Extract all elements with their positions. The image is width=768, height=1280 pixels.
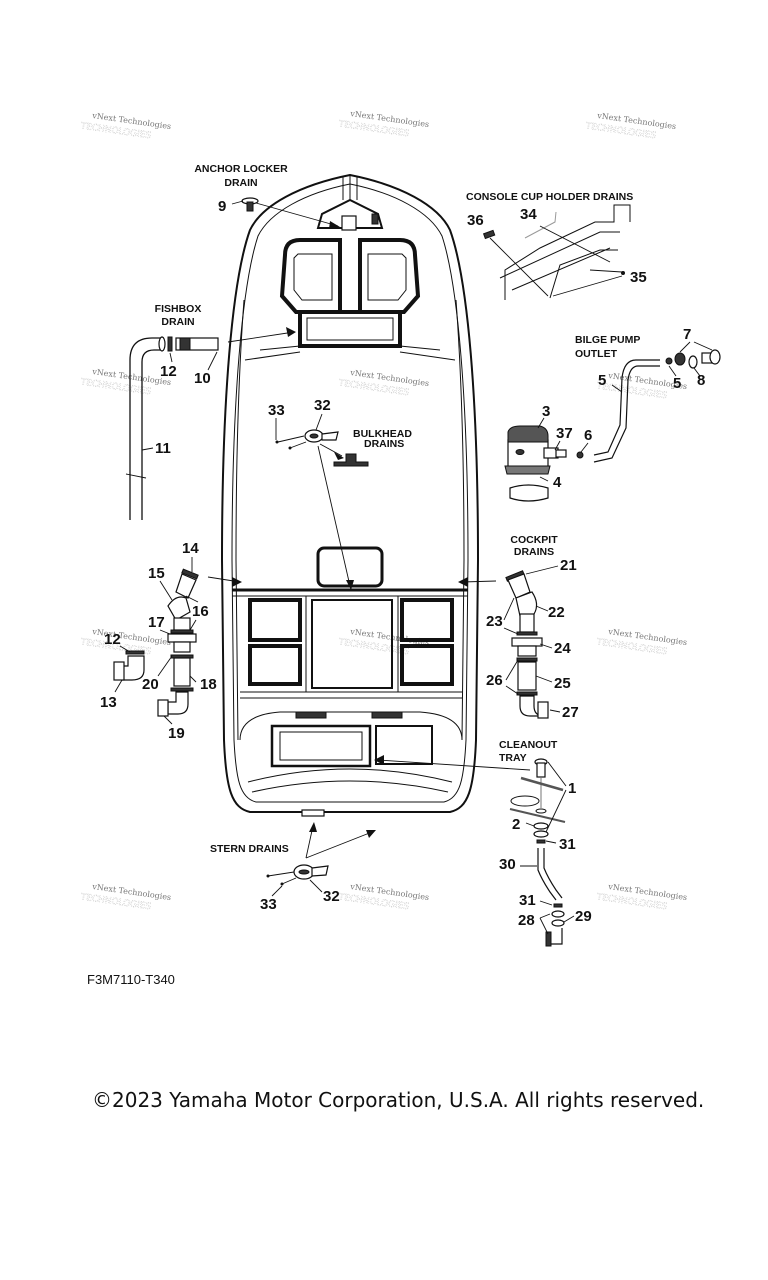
callout-32[interactable]: 32 [314,397,331,414]
callout-36[interactable]: 36 [467,212,484,229]
svg-text:CLEANOUT: CLEANOUT [499,739,558,751]
svg-text:ANCHOR LOCKER: ANCHOR LOCKER [194,163,288,175]
callout-4[interactable]: 4 [553,474,562,491]
watermark: vNext Technologies TECHNOLOGIES [595,882,688,913]
drain-fitting-14 [175,573,197,599]
callout-10[interactable]: 10 [194,370,211,387]
callout-12[interactable]: 12 [160,363,177,380]
callout-30[interactable]: 30 [499,856,516,873]
callout-3[interactable]: 3 [542,403,550,420]
console-cup-holder-group: CONSOLE CUP HOLDER DRAINS 36 34 35 [466,191,647,300]
callout-37[interactable]: 37 [556,425,573,442]
svg-text:DRAINS: DRAINS [364,438,404,450]
watermarks: vNext Technologies TECHNOLOGIES vNext Te… [79,109,688,913]
nut-24 [511,637,543,647]
drain-fitting-21 [507,573,531,599]
callout-35[interactable]: 35 [630,269,647,286]
callout-8[interactable]: 8 [697,372,705,389]
fishbox-drain-group: FISHBOX DRAIN 12 10 11 [125,303,219,520]
svg-text:TRAY: TRAY [499,752,527,764]
hose-25 [517,661,537,691]
watermark: vNext Technologies TECHNOLOGIES [595,627,688,658]
watermark: vNext Technologies TECHNOLOGIES [79,367,172,398]
svg-text:FISHBOX: FISHBOX [155,303,202,315]
callout-1[interactable]: 1 [568,780,576,797]
port-drain-assembly: 14 15 16 17 12 13 20 18 19 [100,540,217,742]
callout-25[interactable]: 25 [554,675,571,692]
watermark: vNext Technologies TECHNOLOGIES [337,109,430,140]
svg-text:DRAINS: DRAINS [514,546,554,558]
callout-26[interactable]: 26 [486,672,503,689]
boat-hull [207,173,497,817]
watermark: vNext Technologies TECHNOLOGIES [337,368,430,399]
cockpit-drain-assembly: COCKPIT DRAINS 21 22 23 24 26 25 27 [486,534,579,721]
hose-18 [173,657,191,687]
svg-text:STERN DRAINS: STERN DRAINS [210,843,289,855]
callout-9[interactable]: 9 [218,198,226,215]
elbow-19 [157,699,169,717]
drain-plug-1 [536,762,546,778]
callout-2[interactable]: 2 [512,816,520,833]
callout-33b[interactable]: 33 [260,896,277,913]
stern-drains-group: STERN DRAINS 33 32 [210,822,376,913]
watermark: vNext Technologies TECHNOLOGIES [337,627,430,658]
svg-text:OUTLET: OUTLET [575,348,618,360]
pump-strainer-4 [509,484,549,502]
callout-29[interactable]: 29 [575,908,592,925]
anchor-locker-drain-group: ANCHOR LOCKER DRAIN 9 [194,163,340,229]
callout-34[interactable]: 34 [520,206,537,223]
svg-text:BULKHEAD: BULKHEAD [353,428,412,440]
callout-32b[interactable]: 32 [323,888,340,905]
watermark: vNext Technologies TECHNOLOGIES [337,882,430,913]
callout-31[interactable]: 31 [559,836,576,853]
callout-28[interactable]: 28 [518,912,535,929]
callout-7[interactable]: 7 [683,326,691,343]
callout-23[interactable]: 23 [486,613,503,630]
callout-27[interactable]: 27 [562,704,579,721]
copyright-notice: ©2023 Yamaha Motor Corporation, U.S.A. A… [92,1088,705,1112]
svg-text:DRAIN: DRAIN [224,177,257,189]
callout-22[interactable]: 22 [548,604,565,621]
elbow-13 [121,655,145,681]
callout-5[interactable]: 5 [598,372,606,389]
callout-24[interactable]: 24 [554,640,571,657]
callout-31b[interactable]: 31 [519,892,536,909]
callout-5b[interactable]: 5 [673,375,681,392]
callout-33[interactable]: 33 [268,402,285,419]
callout-21[interactable]: 21 [560,557,577,574]
watermark: vNext Technologies TECHNOLOGIES [79,111,172,142]
svg-text:CONSOLE CUP HOLDER DRAINS: CONSOLE CUP HOLDER DRAINS [466,191,633,203]
bulkhead-drains-group: 33 32 BULKHEAD DRAINS [268,397,412,590]
nut-17 [167,633,197,643]
callout-15[interactable]: 15 [148,565,165,582]
bilge-pump-group: BILGE PUMP OUTLET 7 5 5 8 3 37 6 4 [504,326,721,502]
callout-17[interactable]: 17 [148,614,165,631]
callout-16[interactable]: 16 [192,603,209,620]
callout-19[interactable]: 19 [168,725,185,742]
thru-hull-fitting-7 [709,349,721,365]
callout-11[interactable]: 11 [155,440,171,457]
svg-text:COCKPIT: COCKPIT [510,534,558,546]
svg-text:BILGE PUMP: BILGE PUMP [575,334,640,346]
callout-18[interactable]: 18 [200,676,217,693]
callout-13[interactable]: 13 [100,694,117,711]
watermark: vNext Technologies TECHNOLOGIES [584,111,677,142]
anchor-drain-fitting [341,215,357,231]
callout-6[interactable]: 6 [584,427,592,444]
cleanout-tray-group: CLEANOUT TRAY 1 2 31 30 31 28 29 [374,739,592,947]
callout-14[interactable]: 14 [182,540,199,557]
callout-20[interactable]: 20 [142,676,159,693]
callout-12b[interactable]: 12 [104,631,121,648]
elbow-27 [537,701,549,719]
watermark: vNext Technologies TECHNOLOGIES [79,882,172,913]
diagram-reference-code: F3M7110-T340 [87,972,175,987]
svg-text:DRAIN: DRAIN [161,316,194,328]
